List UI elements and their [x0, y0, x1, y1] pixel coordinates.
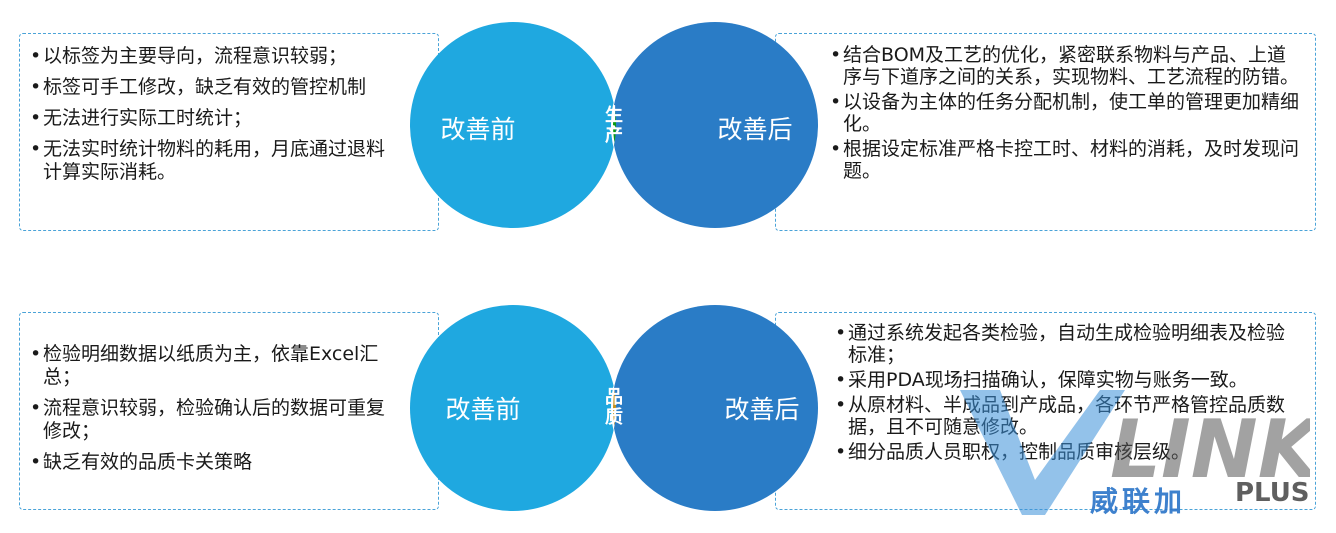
- production-center-label: 生 产: [605, 105, 623, 146]
- list-item: 结合BOM及工艺的优化，紧密联系物料与产品、上道序与下道序之间的关系，实现物料、…: [830, 44, 1300, 88]
- quality-after-circle: [612, 305, 818, 511]
- quality-lens: [611, 305, 616, 511]
- list-item: 以标签为主要导向，流程意识较弱；: [30, 45, 395, 68]
- list-item: 标签可手工修改，缺乏有效的管控机制: [30, 76, 395, 99]
- quality-after-label: 改善后: [724, 395, 800, 424]
- list-item: 细分品质人员职权，控制品质审核层级。: [835, 441, 1290, 463]
- quality-center-label: 品 质: [605, 387, 623, 428]
- quality-before-label: 改善前: [445, 395, 521, 424]
- production-after-label: 改善后: [717, 115, 793, 144]
- watermark-cn-text: 威联加: [1090, 485, 1187, 518]
- production-after-circle: [612, 22, 818, 228]
- quality-before-list: 检验明细数据以纸质为主，依靠Excel汇总； 流程意识较弱，检验确认后的数据可重…: [30, 343, 400, 482]
- quality-before-circle: [410, 305, 616, 511]
- list-item: 根据设定标准严格卡控工时、材料的消耗，及时发现问题。: [830, 138, 1300, 182]
- production-after-list: 结合BOM及工艺的优化，紧密联系物料与产品、上道序与下道序之间的关系，实现物料、…: [830, 44, 1300, 185]
- production-before-label: 改善前: [440, 115, 516, 144]
- watermark-plus-text: PLUS: [1235, 478, 1310, 508]
- list-item: 通过系统发起各类检验，自动生成检验明细表及检验标准；: [835, 322, 1290, 366]
- list-item: 检验明细数据以纸质为主，依靠Excel汇总；: [30, 343, 400, 389]
- production-before-list: 以标签为主要导向，流程意识较弱； 标签可手工修改，缺乏有效的管控机制 无法进行实…: [30, 45, 395, 192]
- list-item: 从原材料、半成品到产成品，各环节严格管控品质数据，且不可随意修改。: [835, 394, 1290, 438]
- list-item: 无法进行实际工时统计；: [30, 107, 395, 130]
- quality-after-list: 通过系统发起各类检验，自动生成检验明细表及检验标准； 采用PDA现场扫描确认，保…: [835, 322, 1290, 466]
- list-item: 无法实时统计物料的耗用，月底通过退料计算实际消耗。: [30, 138, 395, 184]
- list-item: 采用PDA现场扫描确认，保障实物与账务一致。: [835, 369, 1290, 391]
- list-item: 以设备为主体的任务分配机制，使工单的管理更加精细化。: [830, 91, 1300, 135]
- production-lens: [611, 22, 616, 228]
- list-item: 流程意识较弱，检验确认后的数据可重复修改；: [30, 397, 400, 443]
- production-before-circle: [410, 22, 616, 228]
- list-item: 缺乏有效的品质卡关策略: [30, 451, 400, 474]
